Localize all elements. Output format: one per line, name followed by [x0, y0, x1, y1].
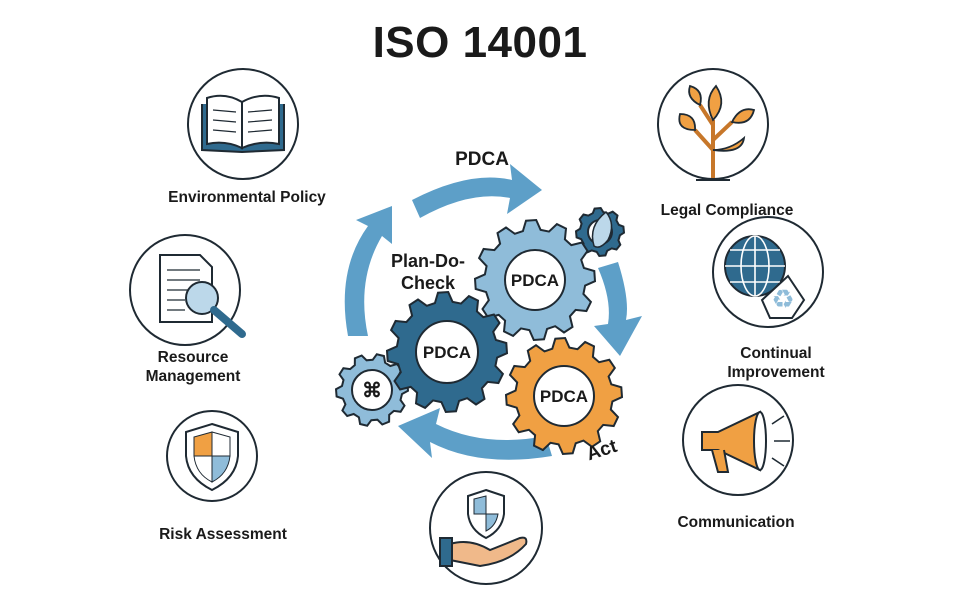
globe-recycle-icon: ♻ — [724, 235, 806, 319]
label-legal-compliance: Legal Compliance — [660, 202, 794, 219]
label-communication: Communication — [677, 514, 795, 531]
gear-label: PDCA — [540, 387, 588, 406]
gear-hub — [415, 320, 479, 384]
label-line: Continual — [740, 345, 812, 362]
arrow-top — [412, 164, 542, 218]
leaf-icon — [591, 210, 613, 248]
shield-icon — [185, 422, 239, 492]
gear-dark-blue: PDCA — [385, 290, 509, 414]
label-continual-improvement: Continual Improvement — [727, 344, 824, 382]
svg-text:♻: ♻ — [771, 284, 794, 314]
cycle-label-line1: Plan-Do- — [391, 251, 465, 271]
label-risk-assessment: Risk Assessment — [159, 526, 287, 543]
gear-light-blue: PDCA — [473, 218, 597, 342]
diagram-title: ISO 14001 — [372, 18, 588, 67]
document-search-icon — [159, 254, 246, 338]
hand-shield-icon — [439, 488, 528, 568]
gear-hub — [533, 365, 595, 427]
cycle-arrows — [344, 164, 642, 460]
label-line: Resource — [157, 349, 229, 366]
book-icon — [201, 94, 285, 154]
gear-label: PDCA — [423, 343, 471, 362]
gear-hub — [351, 369, 393, 411]
gear-hub — [504, 249, 566, 311]
cycle-label-plan-do-check: Plan-Do- Check — [391, 250, 465, 294]
megaphone-icon — [701, 410, 790, 473]
arrow-left — [344, 206, 392, 336]
gears: PDCA PDCA PDCA — [334, 206, 626, 456]
arrow-right — [594, 262, 642, 356]
label-environmental-policy: Environmental Policy — [168, 189, 326, 206]
label-resource-management: Resource Management — [146, 348, 241, 386]
cycle-label-pdca: PDCA — [455, 149, 509, 170]
arrow-bottom — [398, 408, 552, 460]
label-line: Improvement — [727, 364, 825, 381]
gear-orange: PDCA — [504, 336, 624, 456]
small-gear-left — [334, 353, 410, 427]
gear-label: PDCA — [511, 271, 559, 290]
label-line: Management — [145, 368, 241, 385]
command-icon: ⌘ — [362, 380, 382, 402]
cycle-label-line2: Check — [400, 273, 456, 293]
plant-icon — [678, 84, 756, 181]
